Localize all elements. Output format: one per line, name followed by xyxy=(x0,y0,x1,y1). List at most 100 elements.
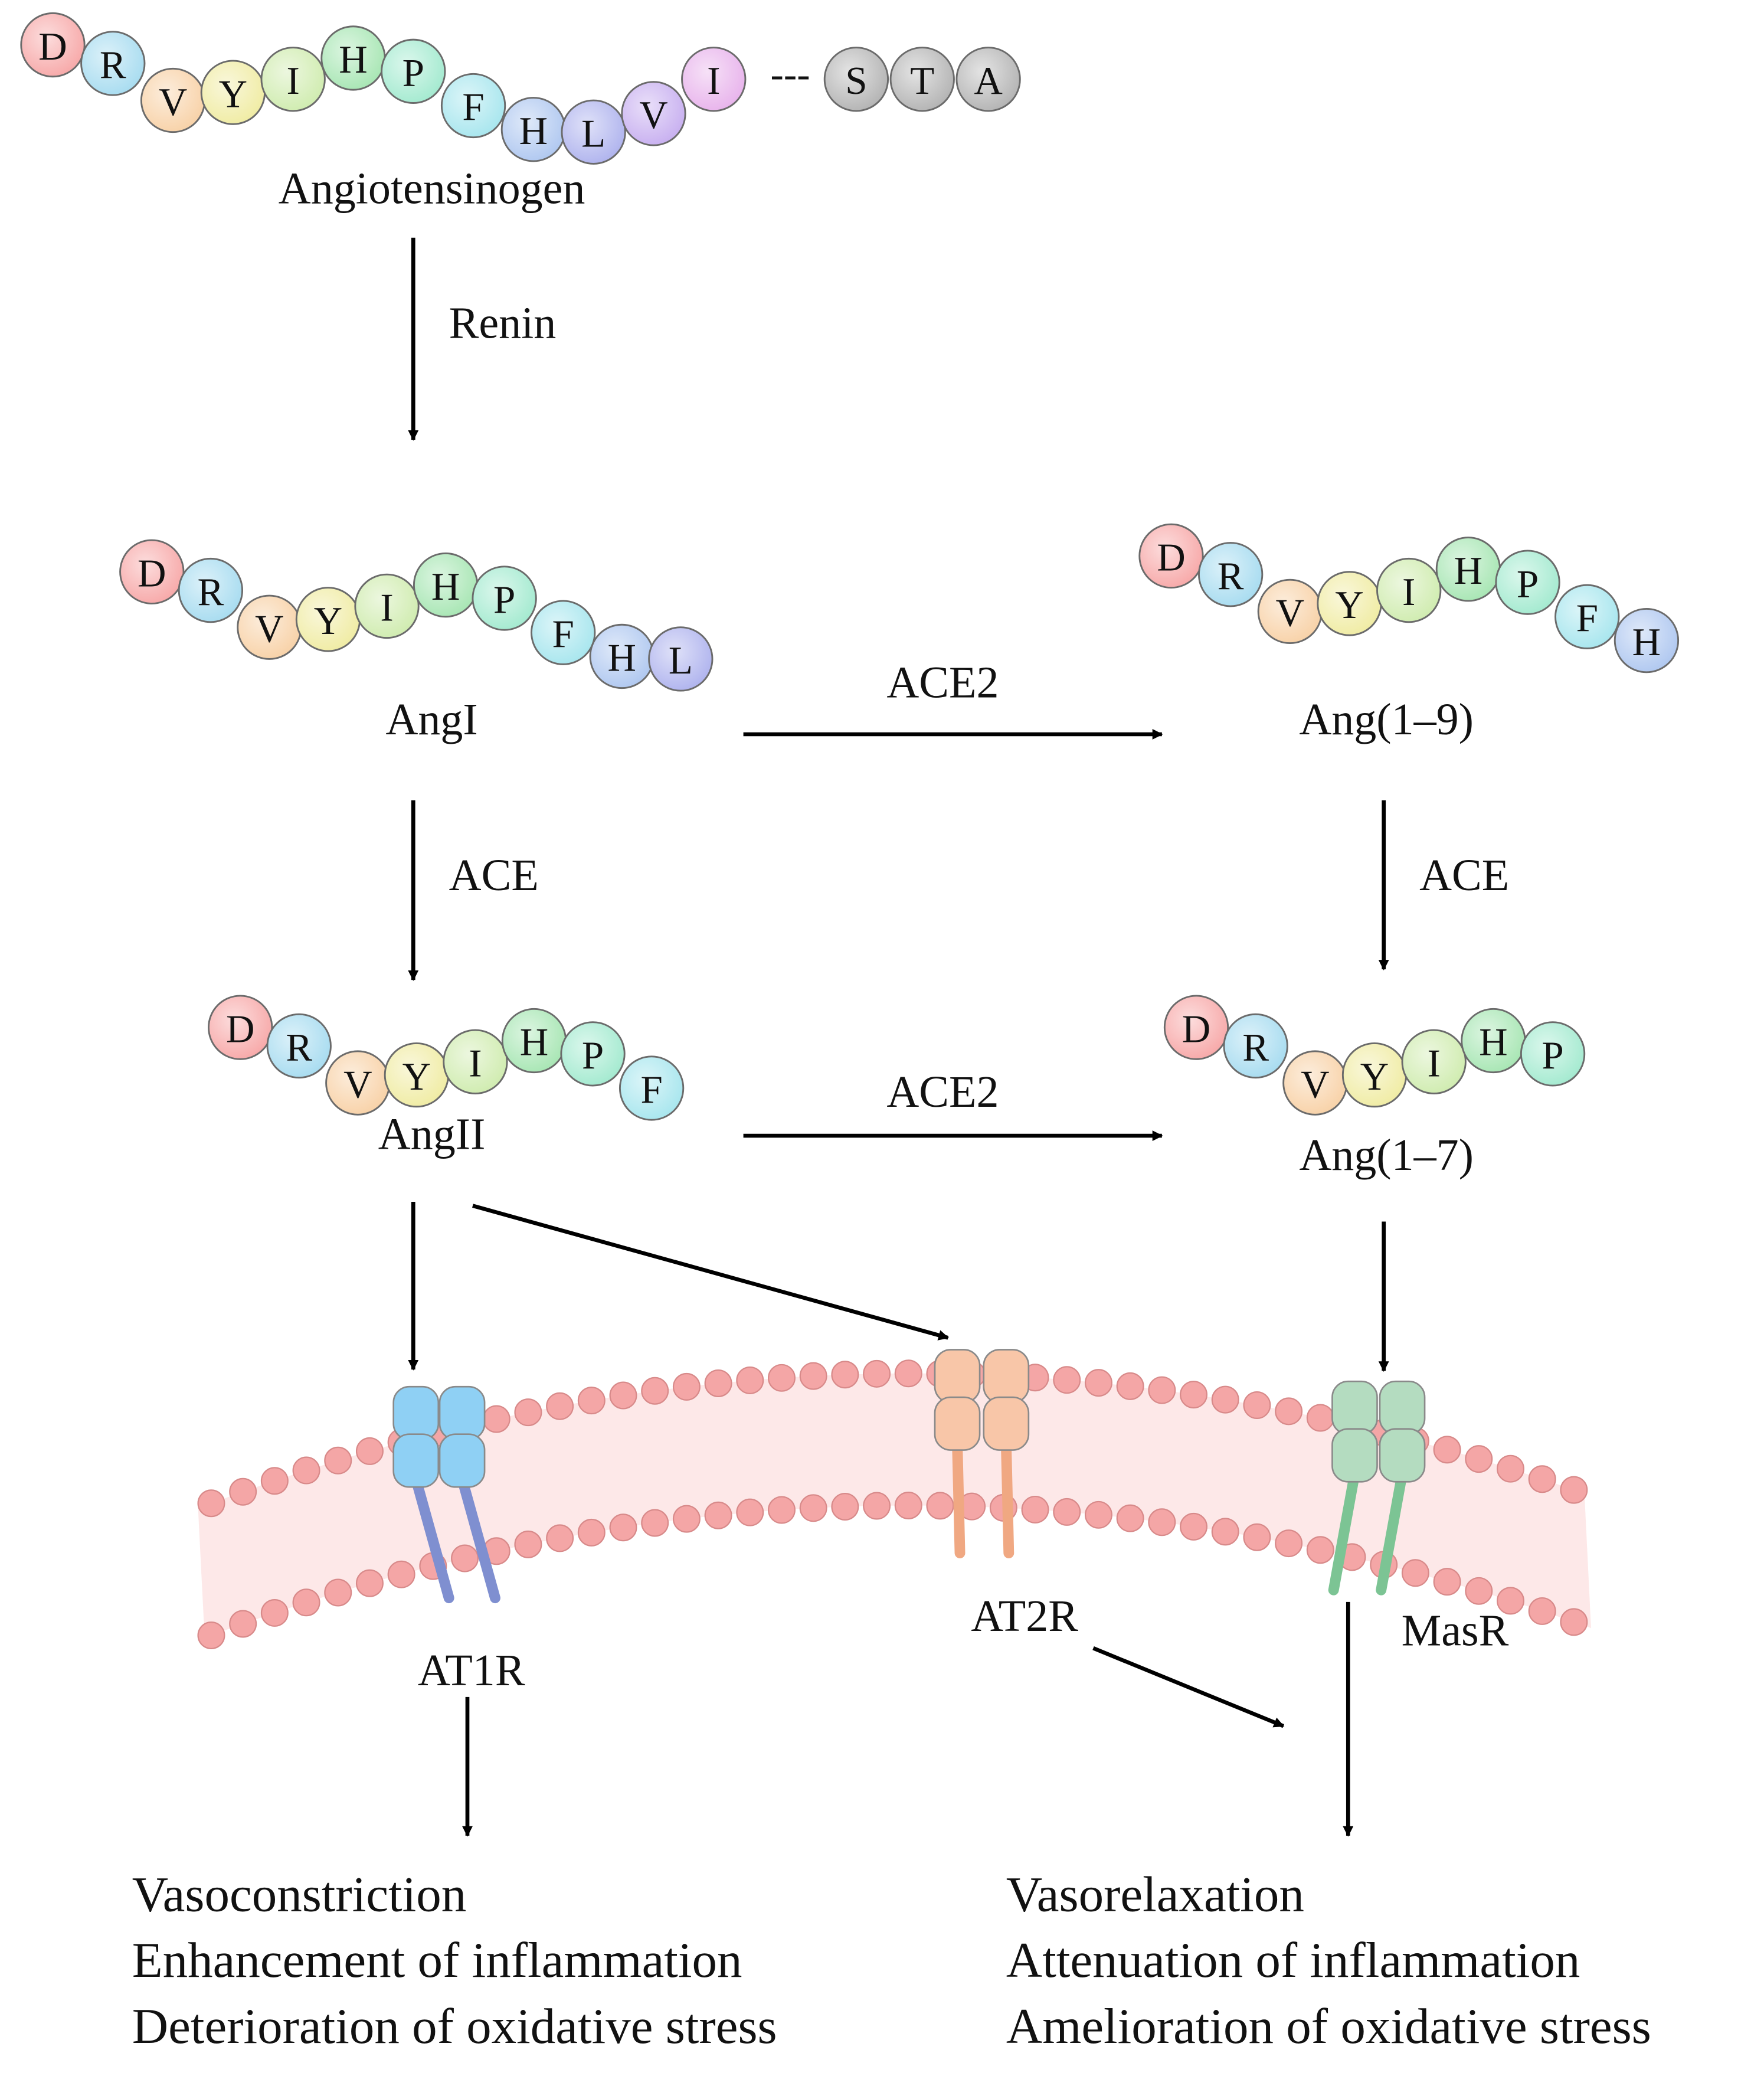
at2r-stem xyxy=(952,1437,966,1559)
at1r-domain xyxy=(392,1433,440,1488)
residue-i xyxy=(1376,557,1442,623)
lipid-head xyxy=(482,1405,510,1433)
lipid-head xyxy=(704,1369,732,1397)
lipid-head xyxy=(609,1513,637,1542)
membrane-inner-lipids xyxy=(197,1492,1588,1649)
residue-h xyxy=(1614,607,1680,674)
residue-letter: D xyxy=(1157,535,1185,580)
residue-p xyxy=(1495,550,1560,615)
residue-letter: H xyxy=(1632,620,1661,664)
residue-letter: I xyxy=(1402,570,1415,614)
lipid-head xyxy=(1465,1445,1493,1473)
residue-v xyxy=(621,81,686,146)
residue-letter: H xyxy=(1454,548,1482,593)
at1r-domain xyxy=(438,1433,486,1488)
label-at1r: AT1R xyxy=(418,1646,525,1695)
residue-letter: R xyxy=(1218,554,1244,598)
lipid-head xyxy=(197,1489,225,1518)
lipid-head xyxy=(1560,1476,1588,1504)
residue-d xyxy=(20,12,86,78)
chain-separator: --- xyxy=(771,52,810,96)
residue-i xyxy=(354,573,420,639)
residue-letter: F xyxy=(1576,596,1598,640)
lipid-head xyxy=(1148,1508,1176,1536)
at1r-domain xyxy=(438,1385,486,1440)
residue-letter: R xyxy=(1242,1025,1269,1070)
lipid-head xyxy=(1053,1366,1081,1394)
arrow-ang2-to-at2r xyxy=(472,1204,950,1341)
residue-letter: I xyxy=(287,58,300,103)
label-renin: Renin xyxy=(449,299,557,348)
residue-d xyxy=(119,539,185,604)
masr-domain xyxy=(1379,1428,1426,1483)
lipid-head xyxy=(387,1560,415,1588)
label-ang1: AngI xyxy=(385,695,477,744)
masr-domain xyxy=(1331,1380,1378,1436)
masr-domain xyxy=(1379,1380,1426,1436)
lipid-head xyxy=(799,1494,827,1522)
at1r-subunit xyxy=(438,1385,500,1604)
lipid-head xyxy=(1021,1495,1049,1524)
residue-d xyxy=(1138,523,1204,589)
residue-letter: I xyxy=(1428,1041,1441,1086)
residue-d xyxy=(208,995,273,1060)
lipid-head xyxy=(799,1362,827,1390)
residue-letter: V xyxy=(255,606,283,650)
residue-letter: Y xyxy=(1360,1054,1389,1099)
label-angiotensinogen: Angiotensinogen xyxy=(279,164,585,214)
at2r-domain xyxy=(983,1349,1030,1404)
lipid-head xyxy=(1306,1536,1334,1564)
residue-letter: F xyxy=(462,85,484,129)
lipid-head xyxy=(324,1446,352,1475)
residue-letter: Y xyxy=(402,1054,431,1099)
at1r-stem xyxy=(457,1473,500,1604)
lipid-head xyxy=(1116,1504,1144,1532)
residue-letter: H xyxy=(608,636,636,680)
residue-s xyxy=(823,47,889,112)
residue-l xyxy=(561,99,626,165)
label-ace-left: ACE xyxy=(449,851,539,900)
residue-letter: V xyxy=(1301,1062,1329,1106)
label-at2r: AT2R xyxy=(971,1591,1078,1641)
residue-letter: F xyxy=(552,612,574,656)
residue-i xyxy=(260,47,326,112)
residue-letter: P xyxy=(1542,1033,1563,1077)
lipid-head xyxy=(609,1381,637,1410)
residue-letter: L xyxy=(581,111,606,155)
label-ace2-bottom: ACE2 xyxy=(886,1067,999,1117)
lipid-head xyxy=(767,1364,796,1392)
lipid-head xyxy=(1433,1568,1461,1596)
receptor-shapes xyxy=(392,1349,1426,1604)
lipid-head xyxy=(1180,1381,1208,1409)
at1r-stem xyxy=(410,1473,454,1604)
residue-l xyxy=(648,626,714,692)
outcome-left-3: Deterioration of oxidative stress xyxy=(132,1999,777,2054)
residue-letter: H xyxy=(339,37,367,81)
lipid-head xyxy=(292,1456,320,1485)
residue-letter: R xyxy=(286,1025,312,1070)
lipid-head xyxy=(704,1501,732,1529)
residue-a xyxy=(955,47,1021,112)
lipid-head xyxy=(672,1505,701,1533)
residue-letter: H xyxy=(519,109,548,153)
lipid-head xyxy=(1275,1397,1303,1426)
residue-f xyxy=(531,600,596,665)
lipid-head xyxy=(546,1392,574,1420)
label-ang1-9: Ang(1–9) xyxy=(1299,695,1474,744)
lipid-head xyxy=(1306,1404,1334,1432)
residue-r xyxy=(1223,1013,1288,1079)
residue-letter: V xyxy=(343,1062,372,1106)
outcome-right-3: Amelioration of oxidative stress xyxy=(1006,1999,1651,2054)
at1r-subunit xyxy=(392,1385,454,1604)
residue-letter: P xyxy=(402,51,424,95)
lipid-head xyxy=(1148,1376,1176,1404)
residue-letter: Y xyxy=(1335,583,1363,627)
label-ang2: AngII xyxy=(378,1109,486,1159)
at2r-stem xyxy=(1000,1437,1014,1559)
lipid-head xyxy=(1211,1385,1239,1414)
lipid-head xyxy=(355,1437,384,1465)
